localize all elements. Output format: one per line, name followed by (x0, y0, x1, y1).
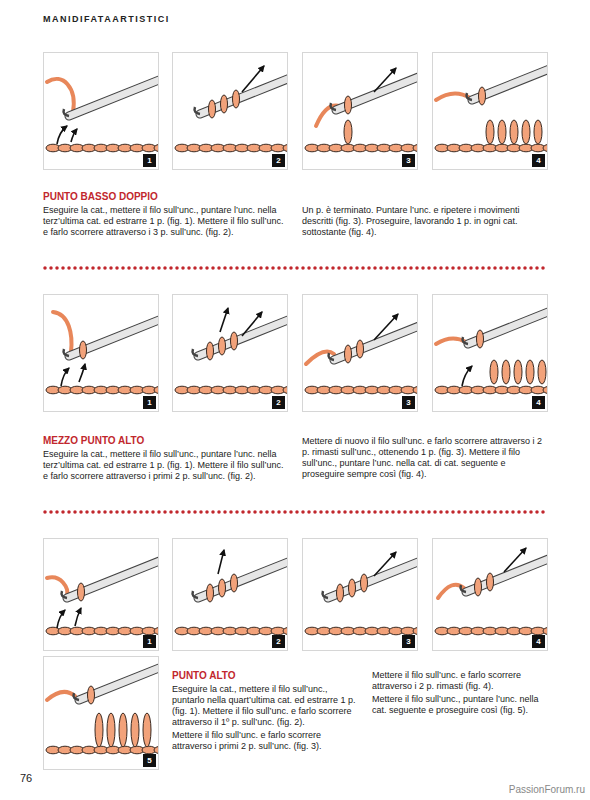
figure-number: 4 (532, 154, 545, 167)
watermark: PassionForum.ru (465, 784, 585, 796)
instruction-text: Eseguire la cat., mettere il filo sull’u… (43, 449, 288, 482)
instruction-text: Mettere il filo sull’unc. e farlo scorre… (172, 730, 357, 752)
figure-number: 1 (143, 635, 156, 648)
figure-number: 1 (143, 154, 156, 167)
instruction-text: Eseguire la cat., mettere il filo sull’u… (43, 205, 288, 238)
figure-number: 4 (532, 635, 545, 648)
figure-number: 3 (402, 396, 415, 409)
figure-panel: 5 (43, 656, 159, 770)
watermark: PassionForum.ru (465, 784, 585, 796)
figure-number: 3 (402, 635, 415, 648)
page-number: 76 (20, 772, 60, 785)
dotted-separator (45, 510, 548, 514)
stitch-figure (305, 308, 464, 394)
stitch-figure (175, 304, 328, 394)
figure-panel: 1 (43, 538, 159, 651)
figure-panel: 2 (172, 294, 288, 412)
stitch-figure (435, 48, 590, 152)
figure-number: 2 (272, 396, 285, 409)
figure-panel: 3 (302, 294, 418, 412)
stitch-figure (46, 304, 199, 394)
instruction-text: Un p. è terminato. Puntare l’unc. e ripe… (302, 205, 550, 238)
instruction-text: Eseguire la cat., mettere il filo sull’u… (43, 205, 288, 238)
figure-number: 4 (532, 396, 545, 409)
figure-panel: 4 (432, 294, 548, 412)
stitch-figure (175, 546, 328, 635)
stitch-figure (46, 546, 197, 635)
instruction-text: Eseguire la cat., mettere il filo sull’u… (172, 684, 357, 728)
figure-panel: 2 (172, 52, 288, 170)
dotted-separator (45, 266, 548, 270)
stitch-figure (435, 540, 590, 635)
figure-panel: 3 (302, 538, 418, 651)
figure-number: 2 (272, 635, 285, 648)
figure-number: 3 (402, 154, 415, 167)
instruction-text: Mettere il filo sull’unc. e farlo scorre… (372, 670, 550, 692)
stitch-figure (305, 58, 466, 152)
section-heading: PUNTO BASSO DOPPIO (43, 191, 288, 203)
running-header: MANIDIFATAARTISTICI (43, 14, 343, 25)
running-header: MANIDIFATAARTISTICI (43, 14, 343, 25)
figure-number: 5 (143, 754, 156, 767)
figure-panel: 1 (43, 294, 159, 412)
stitch-figure (435, 292, 590, 394)
instruction-text: Mettere il filo sull’unc., puntare l’unc… (372, 694, 550, 716)
section-heading: PUNTO BASSO DOPPIO (43, 191, 288, 203)
instruction-text: Mettere di nuovo il filo sull’unc. e far… (302, 436, 550, 480)
figure-panel: 4 (432, 52, 548, 170)
instruction-text: Eseguire la cat., mettere il filo sull’u… (172, 684, 357, 728)
page-number: 76 (20, 772, 60, 785)
instruction-text: Mettere il filo sull’unc. e farlo scorre… (372, 670, 550, 692)
section-heading: MEZZO PUNTO ALTO (43, 435, 288, 447)
figure-panel: 1 (43, 52, 159, 170)
figure-panel: 3 (302, 52, 418, 170)
instruction-text: Eseguire la cat., mettere il filo sull’u… (43, 449, 288, 482)
stitch-figure (46, 64, 199, 152)
instruction-text: Un p. è terminato. Puntare l’unc. e ripe… (302, 205, 550, 238)
instruction-text: Mettere di nuovo il filo sull’unc. e far… (302, 436, 550, 480)
section-heading: MEZZO PUNTO ALTO (43, 435, 288, 447)
stitch-figure (175, 62, 330, 152)
instruction-text: Mettere il filo sull’unc., puntare l’unc… (372, 694, 550, 716)
section-heading: PUNTO ALTO (172, 670, 357, 682)
stitch-figure (305, 546, 458, 635)
instruction-text: Mettere il filo sull’unc. e farlo scorre… (172, 730, 357, 752)
section-heading: PUNTO ALTO (172, 670, 357, 682)
figure-panel: 2 (172, 538, 288, 651)
figure-number: 1 (143, 396, 156, 409)
figure-number: 2 (272, 154, 285, 167)
figure-panel: 4 (432, 538, 548, 651)
